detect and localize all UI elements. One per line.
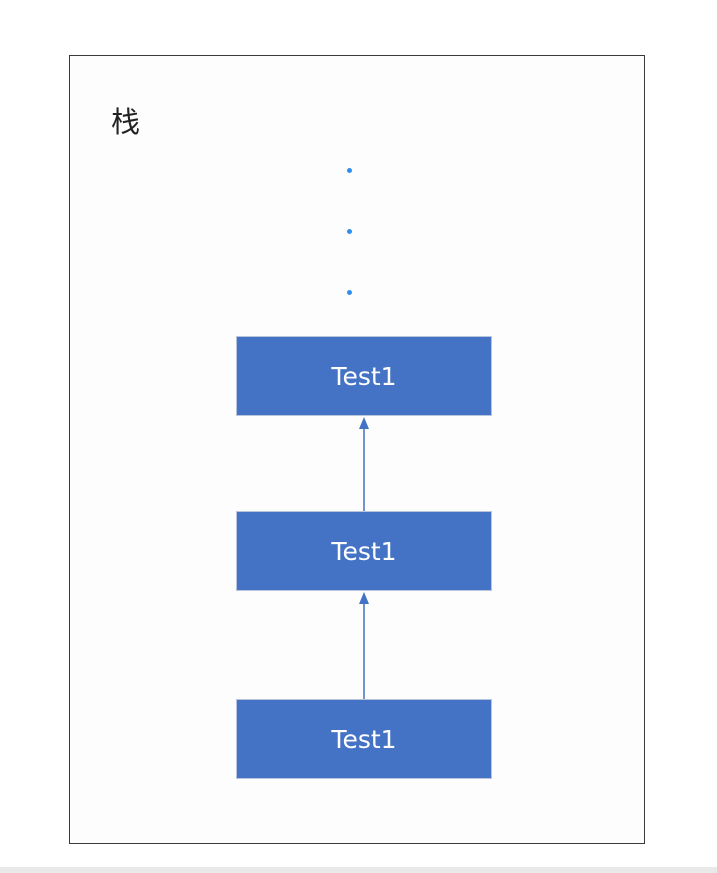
ellipsis-dot-1 xyxy=(347,168,352,173)
arrow-bottom-to-middle xyxy=(359,592,369,699)
page-bottom-edge xyxy=(0,867,717,873)
arrow-middle-to-top xyxy=(359,417,369,511)
stack-frame-middle: Test1 xyxy=(236,511,492,591)
ellipsis-dot-3 xyxy=(347,290,352,295)
stack-label: 栈 xyxy=(111,105,141,139)
stack-frame-top: Test1 xyxy=(236,336,492,416)
ellipsis-dot-2 xyxy=(347,229,352,234)
stack-frame-bottom: Test1 xyxy=(236,699,492,779)
